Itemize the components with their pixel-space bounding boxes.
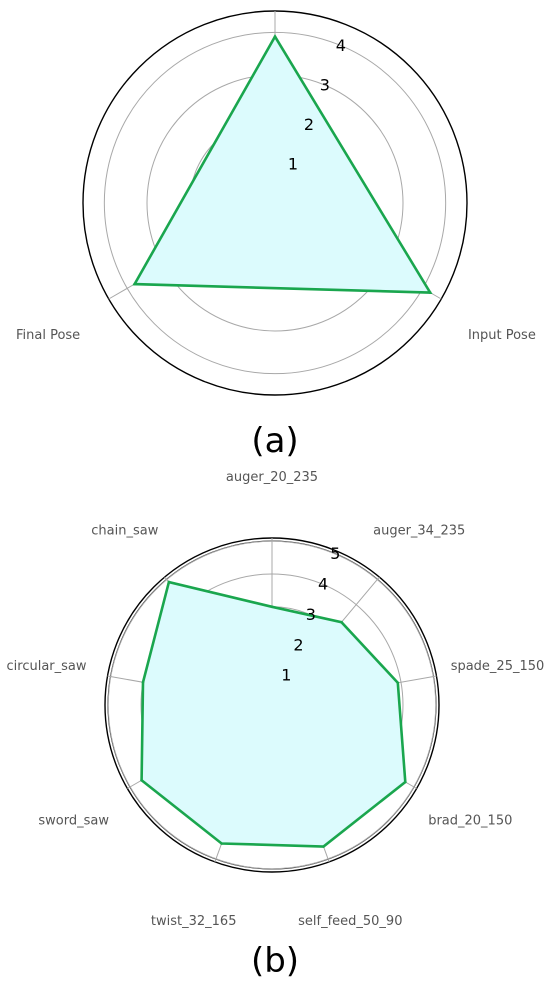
radial-tick-label: 4 [318,575,328,594]
category-label: circular_saw [7,659,87,674]
data-area [141,582,406,847]
radial-tick-label: 3 [306,605,316,624]
radial-tick-label: 1 [288,154,298,173]
panel-label-b: (b) [251,941,299,981]
data-point [428,291,432,294]
data-point [273,35,277,38]
category-label: Input Pose [468,328,536,343]
radial-tick-label: 5 [330,544,340,563]
category-label: twist_32_165 [151,914,237,929]
category-label: chain_saw [91,524,158,539]
radial-tick-label: 2 [304,115,314,134]
data-point [140,779,143,782]
grid-ring [107,540,437,870]
category-label: brad_20_150 [428,814,512,829]
category-label: auger_34_235 [373,524,465,539]
data-line [140,580,407,848]
category-label: Final Pose [16,328,80,343]
data-point [404,780,407,784]
data-point [141,681,145,684]
panel-label-a: (a) [251,421,298,461]
radial-tick-label: 4 [336,36,346,55]
grid-ring [103,31,447,375]
category-label: sword_saw [38,814,109,829]
data-point [167,580,171,584]
data-point [220,842,223,845]
category-label: self_feed_50_90 [298,914,402,929]
data-point [396,681,400,685]
data-point [340,620,343,624]
data-area [134,36,431,293]
category-label: spade_25_150 [451,659,545,674]
data-line [132,34,433,294]
data-point [322,845,325,848]
radial-tick-label: 1 [281,666,291,685]
category-label: auger_20_235 [226,470,318,485]
data-point [133,282,136,286]
radial-tick-label: 3 [320,75,330,94]
radial-tick-label: 2 [293,635,303,654]
data-point [270,605,274,609]
